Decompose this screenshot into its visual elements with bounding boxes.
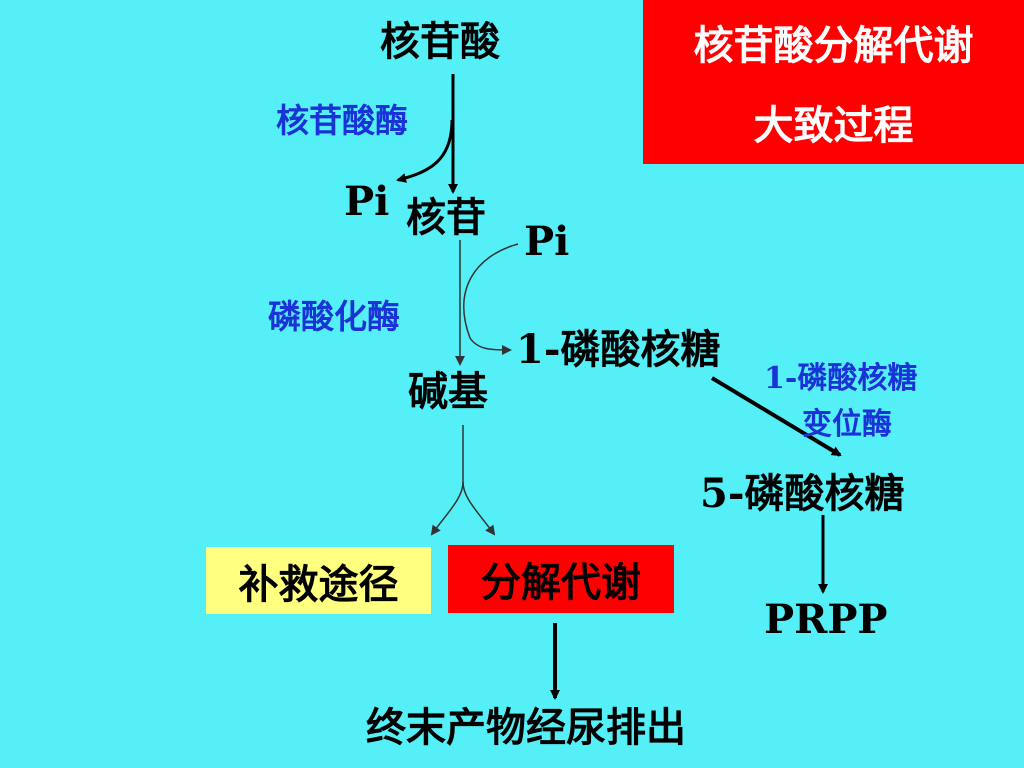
node-prpp: PRPP (764, 596, 888, 643)
salvage-pathway-box: 补救途径 (206, 547, 431, 614)
node-nucleoside: 核苷 (406, 194, 486, 241)
arrow-base-split-left (430, 425, 464, 536)
arrow-base-split-right (462, 481, 496, 536)
node-nucleotide: 核苷酸 (380, 18, 500, 65)
node-ribose-5-phosphate: 5-磷酸核糖 (700, 470, 905, 517)
enzyme-mutase-line-2: 变位酶 (802, 407, 892, 442)
enzyme-mutase-line-1: 1-磷酸核糖 (764, 361, 918, 396)
node-ribose-1-phosphate: 1-磷酸核糖 (516, 326, 721, 373)
enzyme-nucleotidase: 核苷酸酶 (276, 101, 408, 140)
node-base: 碱基 (408, 368, 488, 415)
title-line-2: 大致过程 (753, 102, 914, 149)
arrow-ribose1p-to-ribose5p (710, 376, 842, 457)
node-catabolism: 分解代谢 (481, 559, 641, 606)
arrow-pi-to-ribose1p (463, 243, 519, 355)
node-end-product: 终末产物经尿排出 (366, 704, 686, 751)
arrow-pi-release (396, 119, 454, 183)
label-pi-consumed: Pi (524, 218, 570, 265)
label-pi-released: Pi (344, 178, 390, 225)
catabolism-box: 分解代谢 (448, 545, 674, 613)
title-box: 核苷酸分解代谢 大致过程 (643, 0, 1024, 164)
node-salvage: 补救途径 (238, 560, 399, 608)
title-line-1: 核苷酸分解代谢 (693, 22, 974, 69)
enzyme-phosphorylase: 磷酸化酶 (268, 297, 400, 336)
